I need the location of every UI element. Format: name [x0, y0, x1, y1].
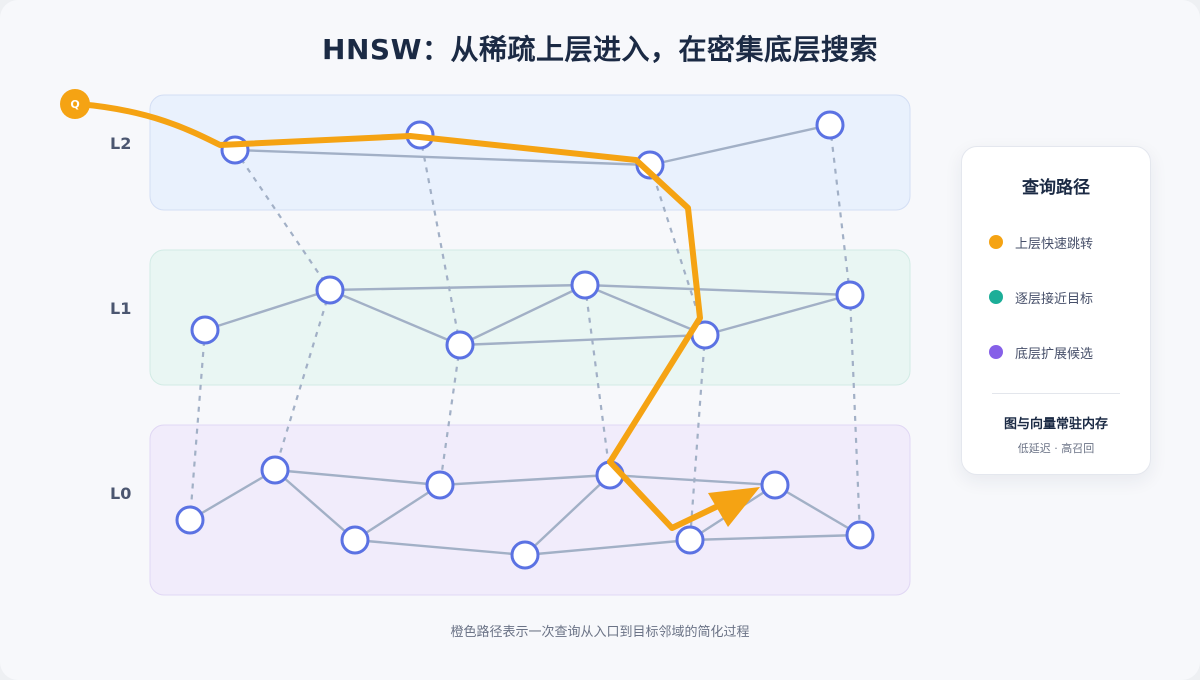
- legend-dot-teal: [989, 290, 1003, 304]
- layer-label-l0: L0: [110, 484, 131, 503]
- interlayer-links: [188, 124, 862, 541]
- legend-subnote: 低延迟 · 高召回: [1017, 442, 1095, 455]
- interlayer-link: [648, 164, 707, 336]
- interlayer-link: [273, 289, 332, 471]
- interlayer-link: [438, 344, 462, 486]
- graph-node: [760, 470, 790, 500]
- graph-edge: [329, 283, 586, 292]
- graph-edge: [584, 283, 851, 297]
- graph-edge: [584, 283, 706, 337]
- graph-node: [175, 505, 205, 535]
- graph-node: [845, 520, 875, 550]
- graph-node: [315, 275, 345, 305]
- diagram-caption: 橙色路径表示一次查询从入口到目标邻域的简化过程: [450, 625, 750, 640]
- graph-edge: [274, 468, 441, 487]
- layer-band-l1: [149, 249, 911, 386]
- query-start-node: [60, 89, 90, 119]
- graph-nodes: [175, 110, 875, 570]
- layer-label-l2: L2: [110, 134, 131, 153]
- graph-node: [675, 525, 705, 555]
- graph-node: [815, 110, 845, 140]
- legend-title: 查询路径: [1022, 178, 1090, 198]
- interlayer-link: [188, 329, 207, 521]
- graph-node: [340, 525, 370, 555]
- graph-node: [260, 455, 290, 485]
- graph-edge: [234, 148, 651, 167]
- graph-edge: [689, 533, 861, 542]
- layer-band-l0: [149, 424, 911, 596]
- graph-edge: [704, 293, 851, 337]
- diagram-title: HNSW：从稀疏上层进入，在密集底层搜索: [322, 33, 878, 66]
- graph-edge: [189, 468, 276, 522]
- legend-item-bottom-expand: 底层扩展候选: [989, 342, 1093, 362]
- graph-node: [570, 270, 600, 300]
- interlayer-link: [418, 134, 462, 346]
- graph-node: [190, 315, 220, 345]
- legend-item-label: 上层快速跳转: [1015, 236, 1094, 252]
- legend-item-label: 逐层接近目标: [1015, 291, 1094, 307]
- interlayer-link: [848, 294, 862, 536]
- legend-dot-orange: [989, 235, 1003, 249]
- graph-edge: [204, 288, 331, 332]
- interlayer-link: [688, 334, 707, 541]
- legend-divider: [992, 393, 1120, 394]
- graph-edge: [274, 469, 356, 541]
- graph-node: [445, 330, 475, 360]
- query-start-label: Q: [70, 98, 79, 111]
- query-path: [75, 101, 721, 531]
- layer-band-l2: [149, 94, 911, 211]
- graph-edge: [524, 474, 611, 556]
- graph-edge: [774, 483, 861, 537]
- legend-note: 图与向量常驻内存: [1003, 417, 1108, 432]
- graph-edge: [649, 123, 831, 167]
- graph-edge: [459, 333, 706, 347]
- graph-edge: [524, 538, 691, 557]
- legend-panel: 查询路径 上层快速跳转 逐层接近目标 底层扩展候选 图与向量常驻内存 低延迟 ·…: [961, 146, 1151, 475]
- layer-label-l1: L1: [110, 299, 131, 318]
- graph-edge: [609, 473, 776, 487]
- legend-item-layer-approach: 逐层接近目标: [989, 287, 1093, 307]
- graph-edge: [439, 473, 611, 487]
- legend-item-label: 底层扩展候选: [1015, 346, 1094, 362]
- graph-node: [425, 470, 455, 500]
- graph-edge: [459, 283, 586, 347]
- legend-item-upper-jump: 上层快速跳转: [989, 232, 1093, 252]
- query-path-arrowhead: [708, 487, 760, 527]
- legend-dot-purple: [989, 345, 1003, 359]
- graph-edge: [354, 483, 441, 542]
- graph-node: [510, 540, 540, 570]
- graph-node: [835, 280, 865, 310]
- graph-edge: [354, 538, 526, 557]
- graph-edge: [329, 288, 461, 347]
- layer-edges: [189, 123, 861, 557]
